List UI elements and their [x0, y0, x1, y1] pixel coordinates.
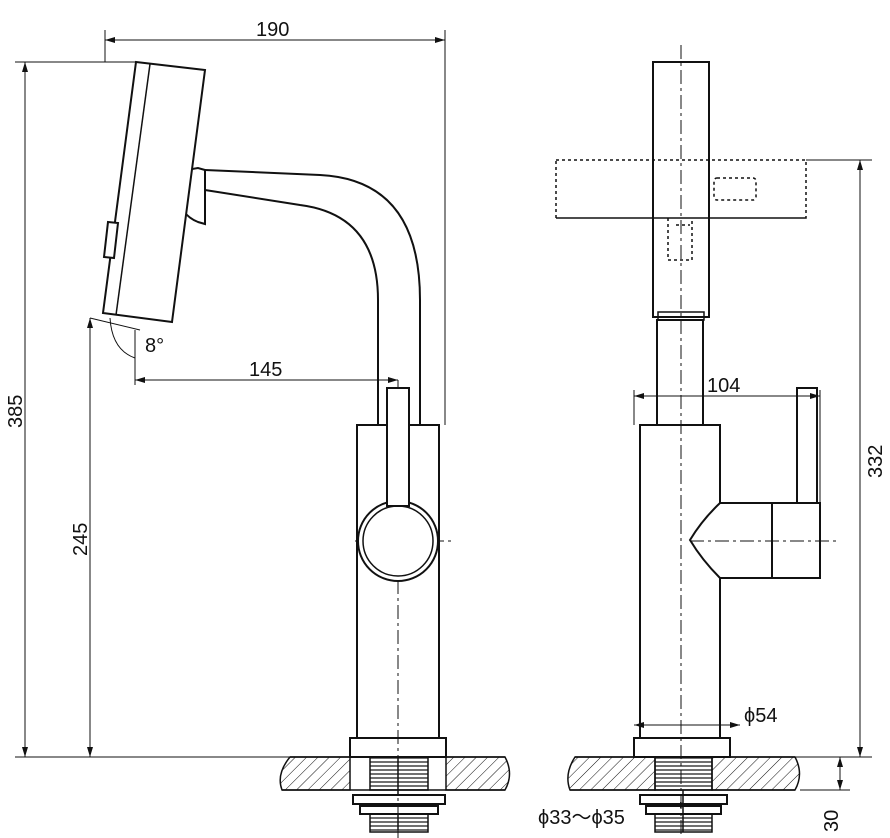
dim-hole-diameter: ϕ33～ϕ35: [538, 807, 625, 829]
side-spray-head: [555, 159, 807, 219]
dim-overall-width: 190: [256, 19, 289, 41]
front-threaded-shank: [369, 756, 429, 791]
side-spout-neck: [656, 319, 704, 426]
dim-spout-reach: 145: [249, 359, 282, 381]
side-handle-lever: [796, 387, 818, 504]
front-view: 8° 190 145 385 245: [5, 19, 511, 838]
front-spout: [204, 189, 379, 425]
dim-side-height: 332: [865, 445, 887, 478]
side-head-button: [713, 177, 757, 201]
front-handle-lever: [386, 387, 410, 507]
side-handle-mount: [688, 502, 773, 579]
dim-side-width: 104: [707, 375, 740, 397]
side-base-ring: [633, 737, 731, 758]
front-washer: [359, 805, 439, 815]
side-deck-right: [711, 756, 801, 791]
front-lock-nut: [352, 794, 446, 805]
front-rotation-angle: 8°: [145, 335, 164, 357]
front-deck-left: [279, 756, 351, 791]
dim-deck-thickness: 30: [821, 810, 843, 832]
front-handle-knob: [357, 500, 439, 582]
front-head-button: [102, 220, 120, 260]
side-threaded-shank: [654, 756, 713, 791]
dim-body-diameter: ϕ54: [744, 705, 777, 727]
dim-overall-height: 385: [5, 395, 27, 428]
dim-handle-height: 245: [70, 523, 92, 556]
side-deck-left: [567, 756, 656, 791]
side-body: [639, 424, 721, 739]
front-deck-right: [445, 756, 511, 791]
front-spray-head: [101, 60, 207, 324]
side-view: 104 332 ϕ54 ϕ33～ϕ35 30: [538, 45, 887, 838]
